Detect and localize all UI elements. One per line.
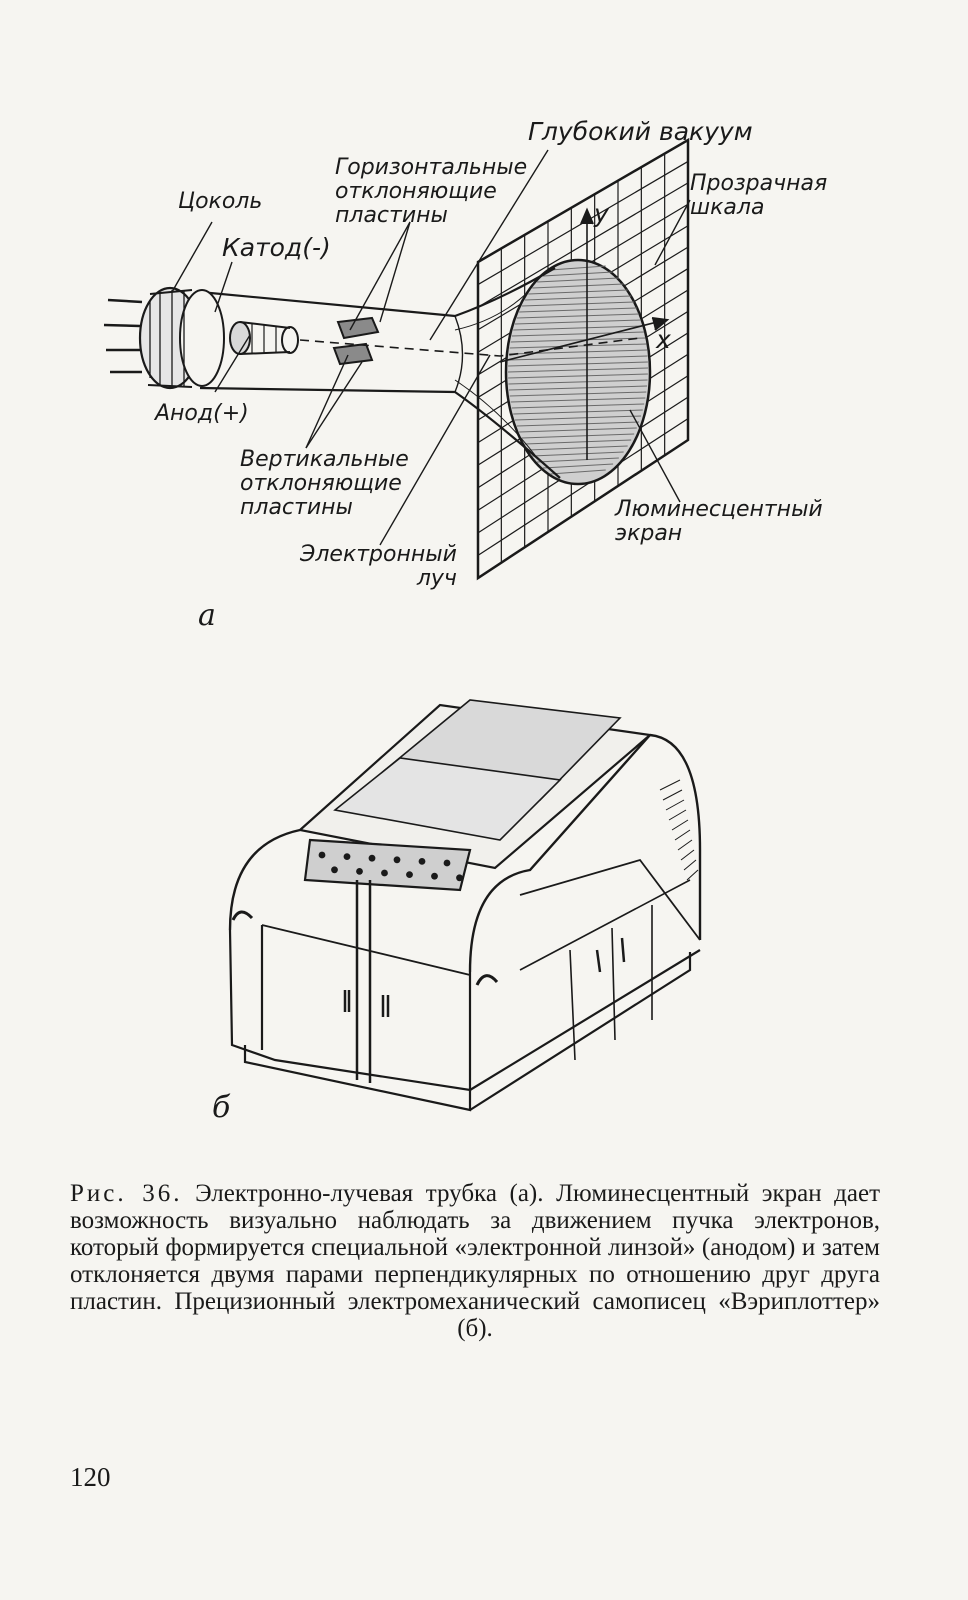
label-anode: Анод(+) bbox=[155, 401, 249, 426]
variplotter-illustration bbox=[228, 699, 702, 1112]
label-axis-x: x bbox=[656, 325, 671, 354]
label-deep-vacuum: Глубокий вакуум bbox=[528, 117, 753, 146]
panel-label-a: а bbox=[198, 598, 216, 633]
page-number: 120 bbox=[70, 1462, 111, 1492]
figure-caption: Рис. 36. Электронно-лучевая трубка (а). … bbox=[70, 1180, 880, 1342]
label-vertical-plates: Вертикальные отклоняющие пластины bbox=[240, 447, 409, 520]
crt-diagram bbox=[103, 137, 691, 581]
figure-number: Рис. 36. bbox=[70, 1180, 183, 1207]
label-transparent-scale: Прозрачная шкала bbox=[690, 171, 828, 220]
label-cathode: Катод(-) bbox=[222, 233, 331, 262]
label-horizontal-plates: Горизонтальные отклоняющие пластины bbox=[335, 155, 528, 228]
panel-label-b: б bbox=[212, 1090, 231, 1125]
label-electron-beam: Электронный луч bbox=[300, 542, 457, 591]
label-base: Цоколь bbox=[178, 189, 263, 214]
label-axis-y: y bbox=[594, 199, 609, 228]
caption-text: Электронно-лучевая трубка (а). Люминесце… bbox=[70, 1180, 880, 1342]
label-luminescent-screen: Люминесцентный экран bbox=[615, 497, 823, 546]
